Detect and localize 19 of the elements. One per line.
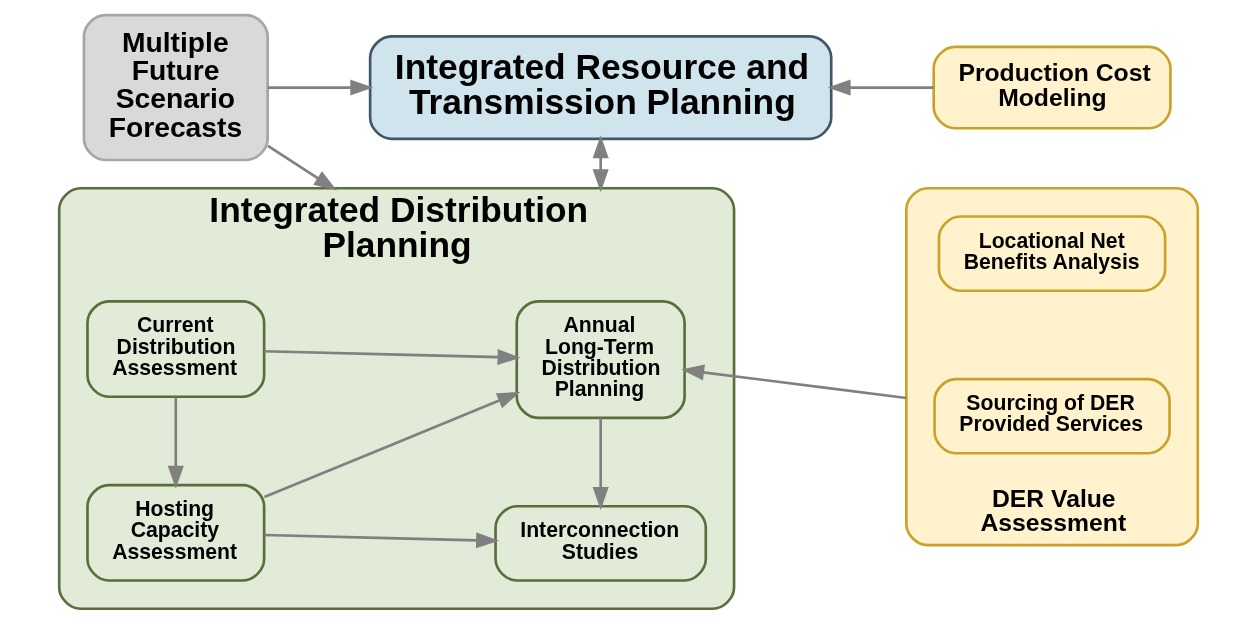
node-box: Interconnection Studies <box>493 504 707 582</box>
arrow <box>592 135 609 193</box>
arrow <box>167 397 184 489</box>
node-box: Hosting Capacity Assessment <box>85 483 265 582</box>
arrow <box>263 349 521 366</box>
arrow <box>827 79 933 96</box>
node-box: Annual Long-Term Distribution Planning <box>514 300 686 420</box>
node-box: Multiple Future Scenario Forecasts <box>82 13 269 162</box>
arrow <box>263 532 499 549</box>
arrow <box>266 144 337 191</box>
node-box: Locational Net Benefits Analysis <box>937 215 1166 293</box>
arrow <box>267 79 373 96</box>
node-box: Sourcing of DER Provided Services <box>932 377 1171 455</box>
node-box: Current Distribution Assessment <box>85 300 265 399</box>
arrow <box>263 391 520 499</box>
node-box: Integrated Resource and Transmission Planning <box>368 35 833 141</box>
node-box: Production Cost Modeling <box>931 45 1172 130</box>
arrow <box>592 417 609 511</box>
arrow <box>680 364 906 400</box>
